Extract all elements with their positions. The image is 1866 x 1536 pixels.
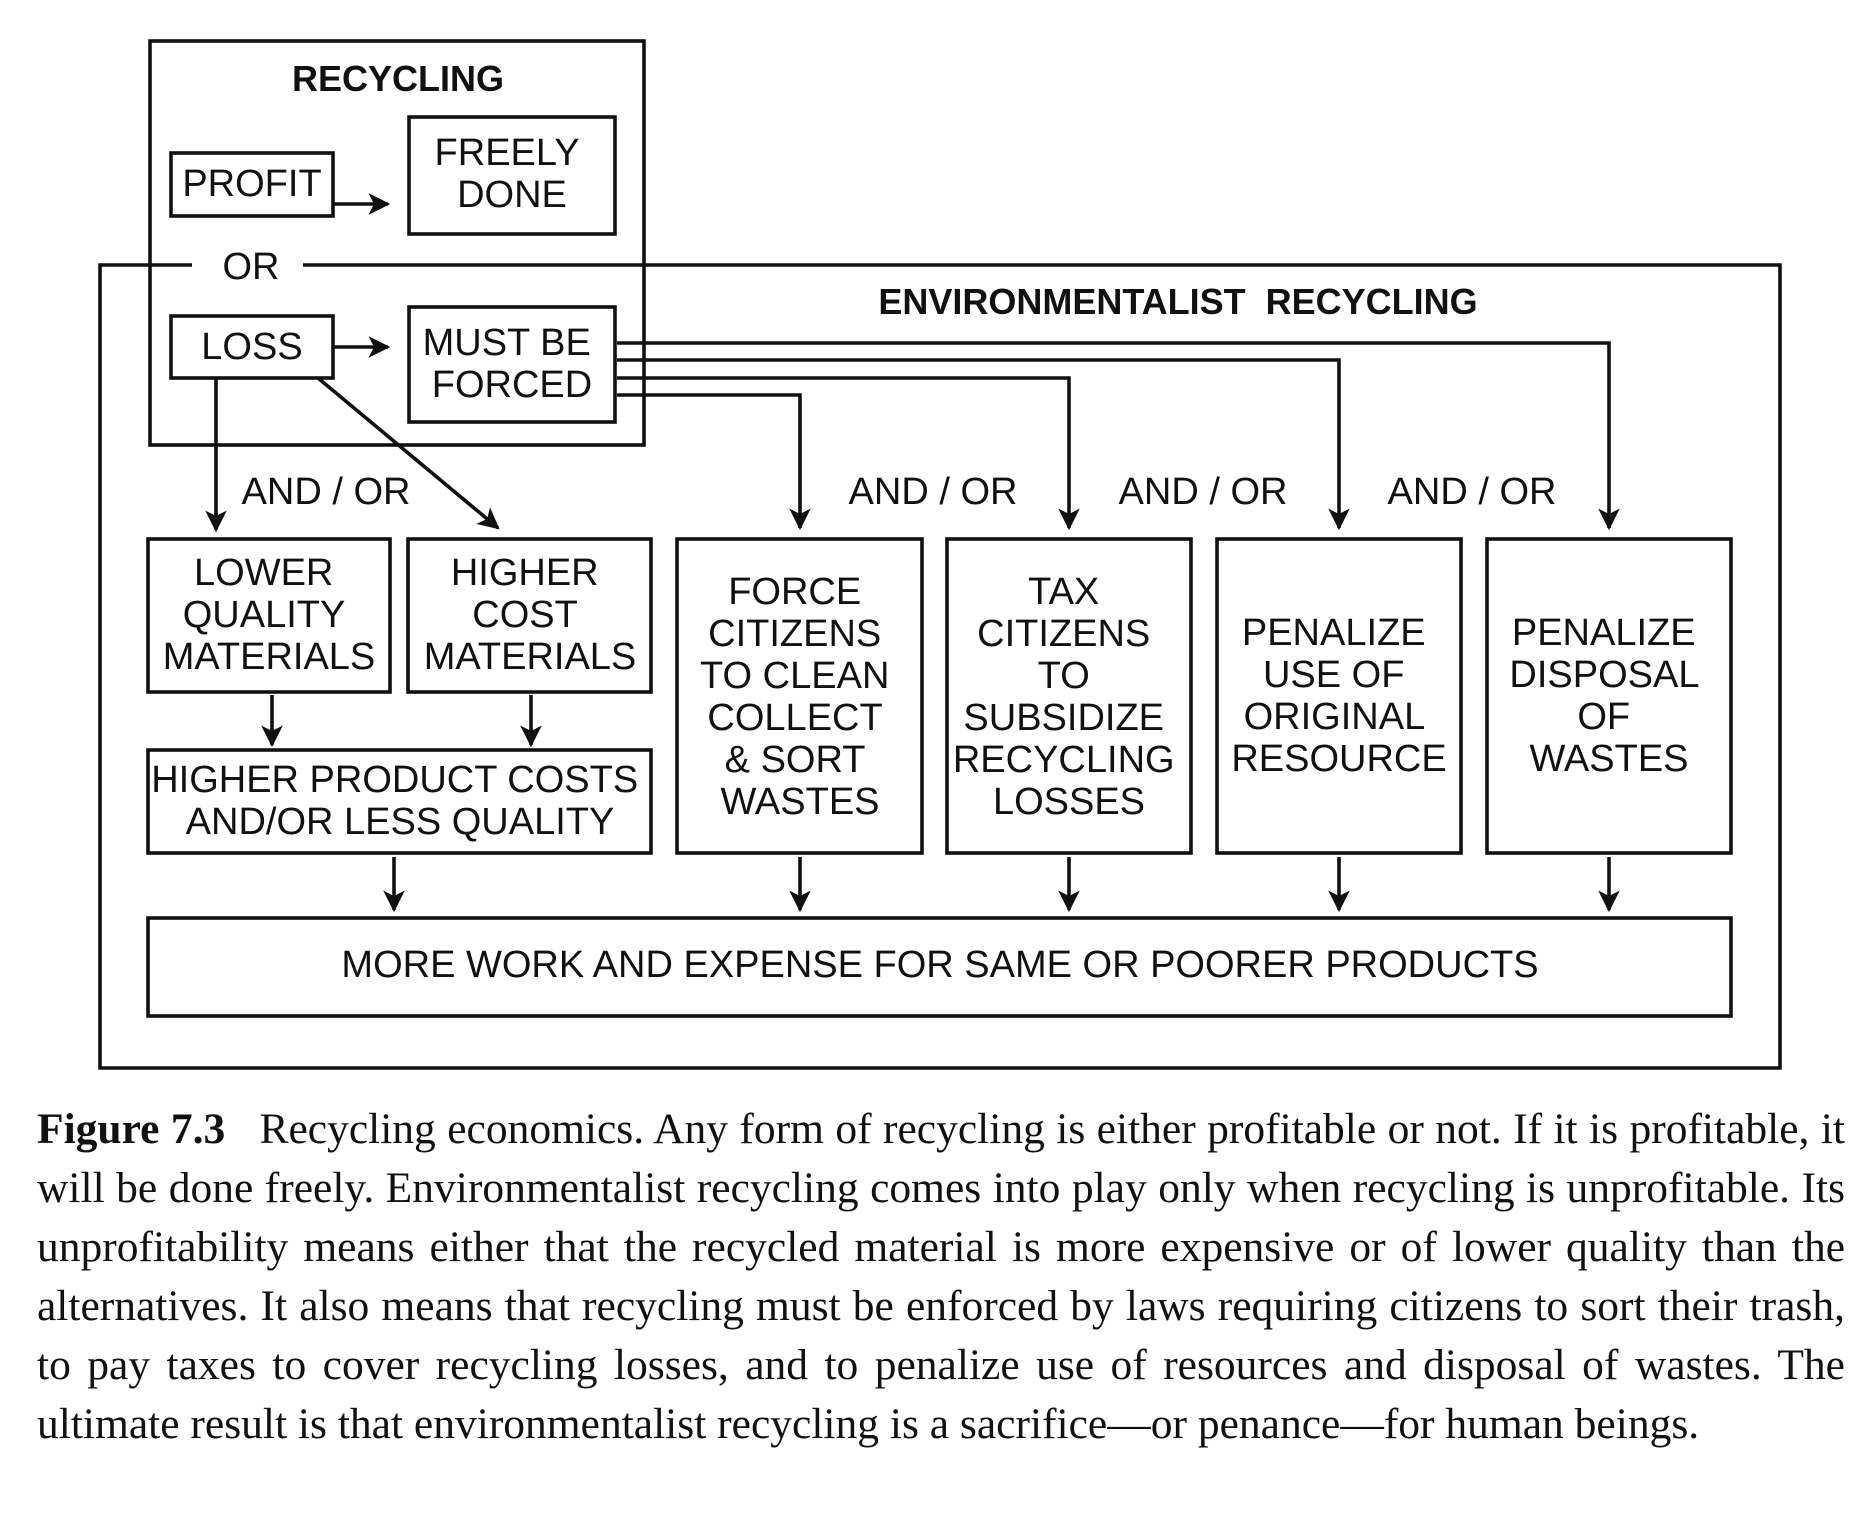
node-label: PENALIZE DISPOSAL OF WASTES bbox=[1509, 612, 1708, 780]
and-or-label-4: AND / OR bbox=[1388, 471, 1557, 513]
environmentalist-recycling-title: ENVIRONMENTALIST RECYCLING bbox=[878, 281, 1477, 322]
node-profit: PROFIT bbox=[169, 151, 335, 218]
node-force-citizens: FORCE CITIZENS TO CLEAN COLLECT & SORT W… bbox=[675, 537, 924, 855]
arrow-forced-to-tax-citizens bbox=[617, 376, 1080, 531]
figure-label: Figure 7.3 bbox=[37, 1105, 226, 1153]
node-label: PENALIZE USE OF ORIGINAL RESOURCE bbox=[1231, 612, 1446, 780]
node-label: FORCE CITIZENS TO CLEAN COLLECT & SORT W… bbox=[700, 571, 900, 823]
recycling-economics-diagram: RECYCLING ENVIRONMENTALIST RECYCLING OR … bbox=[98, 39, 1782, 1070]
figure-caption-text: Recycling economics. Any form of recycli… bbox=[37, 1105, 1846, 1448]
and-or-label-1: AND / OR bbox=[242, 471, 411, 513]
arrow-forced-to-penalize-disposal bbox=[617, 341, 1620, 531]
node-higher-cost-materials: HIGHER COST MATERIALS bbox=[406, 537, 653, 694]
node-label: HIGHER PRODUCT COSTS AND/OR LESS QUALITY bbox=[151, 759, 649, 843]
arrow-forced-to-penalize-use bbox=[617, 358, 1350, 531]
arrow-forced-to-force-citizens bbox=[617, 393, 811, 531]
node-label: LOSS bbox=[201, 326, 302, 368]
node-must-be-forced: MUST BE FORCED bbox=[407, 305, 617, 424]
arrow-loss-to-higher-cost bbox=[316, 376, 500, 530]
figure-caption: Figure 7.3 Recycling economics. Any form… bbox=[37, 1100, 1845, 1454]
recycling-title: RECYCLING bbox=[292, 58, 504, 99]
node-freely-done: FREELY DONE bbox=[407, 115, 617, 236]
node-label: LOWER QUALITY MATERIALS bbox=[163, 552, 376, 678]
node-lower-quality-materials: LOWER QUALITY MATERIALS bbox=[146, 537, 392, 694]
and-or-label-3: AND / OR bbox=[1119, 471, 1288, 513]
node-penalize-use: PENALIZE USE OF ORIGINAL RESOURCE bbox=[1215, 537, 1463, 855]
node-tax-citizens: TAX CITIZENS TO SUBSIDIZE RECYCLING LOSS… bbox=[945, 537, 1193, 855]
node-label: MORE WORK AND EXPENSE FOR SAME OR POORER… bbox=[341, 944, 1538, 986]
node-higher-product-costs: HIGHER PRODUCT COSTS AND/OR LESS QUALITY bbox=[146, 748, 653, 855]
and-or-label-2: AND / OR bbox=[849, 471, 1018, 513]
node-penalize-disposal: PENALIZE DISPOSAL OF WASTES bbox=[1485, 537, 1733, 855]
node-loss: LOSS bbox=[169, 314, 335, 380]
or-label: OR bbox=[223, 246, 280, 288]
node-label: PROFIT bbox=[182, 163, 321, 205]
connectors bbox=[205, 193, 1620, 913]
environmentalist-recycling-frame bbox=[98, 263, 1782, 1070]
node-more-work: MORE WORK AND EXPENSE FOR SAME OR POORER… bbox=[146, 916, 1733, 1018]
node-label: FREELY DONE bbox=[435, 132, 590, 216]
node-label: TAX CITIZENS TO SUBSIDIZE RECYCLING LOSS… bbox=[953, 571, 1185, 823]
node-label: HIGHER COST MATERIALS bbox=[424, 552, 637, 678]
node-label: MUST BE FORCED bbox=[423, 322, 602, 406]
